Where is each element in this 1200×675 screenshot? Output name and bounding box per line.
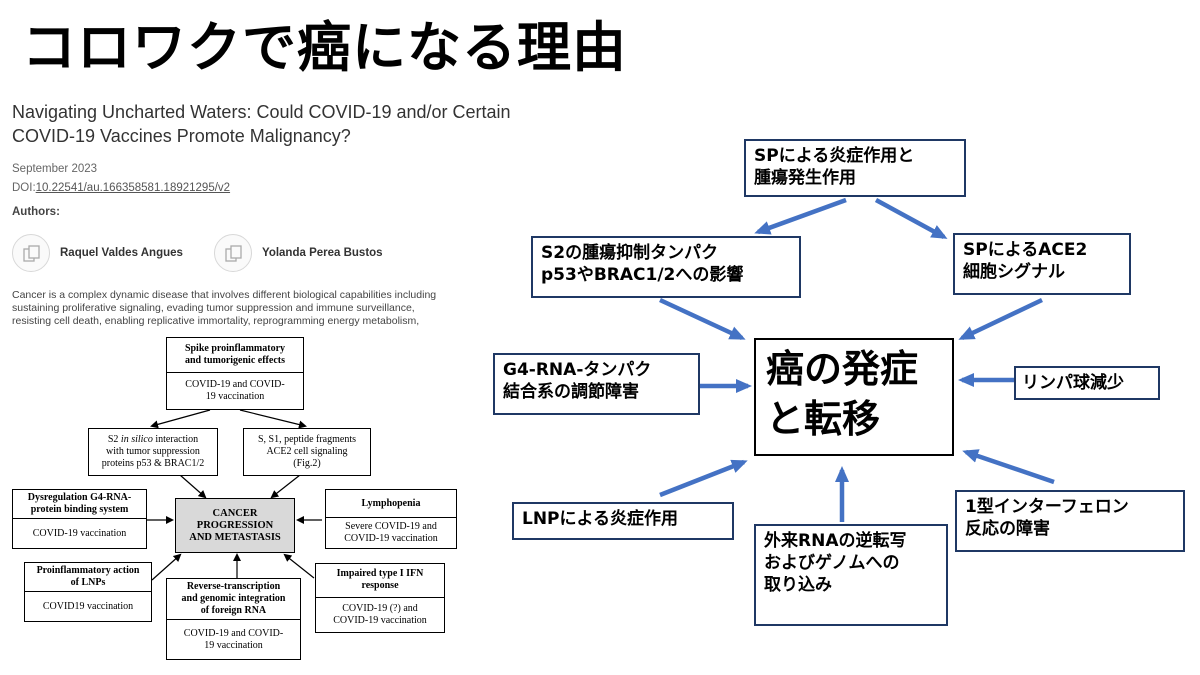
ld-s2-box: S2 in silico interaction with tumor supp…: [88, 428, 218, 476]
abstract: Cancer is a complex dynamic disease that…: [12, 289, 462, 329]
rd-center-box: 癌の発症 と転移: [754, 338, 954, 456]
ld-text: Spike proinflammatory: [184, 343, 286, 354]
paper-title-line2: COVID-19 Vaccines Promote Malignancy?: [12, 126, 351, 146]
ld-text: of LNPs: [70, 577, 106, 588]
ld-text: COVID-19 vaccination: [333, 614, 427, 626]
rd-g4-box: G4-RNA-タンパク 結合系の調節障害: [493, 353, 700, 415]
ld-text: Reverse-transcription: [186, 581, 281, 592]
ld-text: of foreign RNA: [200, 605, 267, 616]
ld-text: Lymphopenia: [361, 497, 421, 509]
rd-text: G4-RNA-タンパク: [503, 360, 652, 380]
rd-text: 反応の障害: [965, 519, 1050, 539]
rd-text: 外来RNAの逆転写: [764, 531, 907, 551]
ld-text: and tumorigenic effects: [185, 355, 285, 366]
rd-text: SPによる炎症作用と: [754, 146, 915, 166]
ld-text: S2 in silico interaction: [107, 434, 199, 445]
ld-text: ACE2 cell signaling: [266, 446, 348, 457]
document-icon: [23, 245, 40, 262]
arrow-s2-to-center: [179, 474, 207, 499]
rd-text: リンパ球減少: [1022, 373, 1124, 393]
arrow-ace2-to-center: [958, 297, 1043, 341]
ld-text: COVID-19 and COVID-: [183, 627, 284, 639]
ld-text: response: [361, 580, 399, 592]
rd-center-text: と転移: [766, 397, 881, 441]
ld-text: protein binding system: [30, 504, 129, 515]
arrow-sp-to-s2: [754, 197, 847, 235]
ld-center-box: CANCER PROGRESSION AND METASTASIS: [175, 498, 295, 553]
rd-text: p53やBRAC1/2への影響: [541, 265, 744, 285]
arrow-ifn-to-center: [962, 449, 1055, 485]
rd-text: S2の腫瘍抑制タンパク: [541, 243, 719, 263]
arrow-sp-to-ace2: [874, 198, 948, 239]
ld-s1-box: S, S1, peptide fragments ACE2 cell signa…: [243, 428, 371, 476]
rd-ace2-box: SPによるACE2 細胞シグナル: [953, 233, 1131, 295]
ld-text: and genomic integration: [181, 593, 286, 604]
rd-text: およびゲノムへの: [764, 553, 900, 573]
arrow-s1-to-center: [270, 474, 301, 499]
doi-label: DOI:: [12, 182, 36, 194]
doi-link[interactable]: 10.22541/au.166358581.18921295/v2: [35, 182, 231, 194]
abstract-line: Cancer is a complex dynamic disease that…: [12, 289, 437, 301]
ld-text: 19 vaccination: [204, 639, 263, 651]
ld-text: Proinflammatory action: [36, 565, 140, 576]
ld-text: AND METASTASIS: [189, 531, 281, 543]
ld-text: COVID-19 vaccination: [32, 527, 127, 539]
slide-title: コロワクで癌になる理由: [22, 15, 627, 79]
rd-text: 取り込み: [764, 575, 832, 595]
ld-text: Impaired type I IFN: [336, 568, 424, 580]
ld-rt-box: Reverse-transcription and genomic integr…: [166, 578, 301, 660]
rd-rna-box: 外来RNAの逆転写 およびゲノムへの 取り込み: [754, 524, 948, 626]
ld-g4-box: Dysregulation G4-RNA- protein binding sy…: [12, 489, 147, 549]
ld-spike-box: Spike proinflammatory and tumorigenic ef…: [166, 337, 304, 410]
rd-s2-box: S2の腫瘍抑制タンパク p53やBRAC1/2への影響: [531, 236, 801, 298]
rd-text: 結合系の調節障害: [503, 382, 639, 402]
rd-lympho-box: リンパ球減少: [1014, 366, 1160, 400]
paper-title: Navigating Uncharted Waters: Could COVID…: [12, 100, 542, 148]
ld-lnp-box: Proinflammatory action of LNPs COVID19 v…: [24, 562, 152, 622]
ld-text: Dysregulation G4-RNA-: [27, 492, 132, 503]
rd-sp-box: SPによる炎症作用と 腫瘍発生作用: [744, 139, 966, 197]
paper-doi: DOI:10.22541/au.166358581.18921295/v2: [12, 182, 230, 194]
author-avatar[interactable]: [214, 234, 252, 272]
rd-text: SPによるACE2: [963, 240, 1088, 260]
rd-text: 腫瘍発生作用: [754, 168, 856, 188]
ld-text: (Fig.2): [293, 458, 321, 469]
ld-text: COVID-19 and COVID-: [185, 379, 285, 390]
author-name[interactable]: Yolanda Perea Bustos: [262, 247, 383, 259]
paper-title-line1: Navigating Uncharted Waters: Could COVID…: [12, 102, 511, 122]
rd-center-text: 癌の発症: [766, 347, 919, 391]
arrow-s2-to-center: [659, 297, 746, 341]
ld-text: S, S1, peptide fragments: [257, 434, 357, 445]
authors-label: Authors:: [12, 206, 60, 218]
ld-lympho-box: Lymphopenia Severe COVID-19 and COVID-19…: [325, 489, 457, 549]
rd-ifn-box: 1型インターフェロン 反応の障害: [955, 490, 1185, 552]
document-icon: [225, 245, 242, 262]
ld-text: COVID-19 vaccination: [344, 533, 438, 544]
abstract-line: sustaining proliferative signaling, evad…: [12, 302, 415, 314]
arrow-lnp-to-center: [659, 459, 748, 498]
ld-text: proteins p53 & BRAC1/2: [101, 458, 205, 469]
abstract-line: resisting cell death, enabling replicati…: [12, 315, 420, 327]
rd-text: 1型インターフェロン: [965, 497, 1129, 517]
arrow-spike-to-s1: [239, 409, 307, 429]
ld-ifn-box: Impaired type I IFN response COVID-19 (?…: [315, 563, 445, 633]
rd-text: LNPによる炎症作用: [522, 509, 679, 529]
arrow-ifn-to-center: [283, 553, 315, 579]
ld-text: 19 vaccination: [205, 391, 265, 402]
ld-text: COVID19 vaccination: [42, 600, 134, 612]
author-name[interactable]: Raquel Valdes Angues: [60, 247, 183, 259]
ld-text: COVID-19 (?) and: [342, 602, 418, 614]
rd-lnp-box: LNPによる炎症作用: [512, 502, 734, 540]
author-avatar[interactable]: [12, 234, 50, 272]
arrow-spike-to-s2: [150, 409, 211, 429]
ld-text: CANCER: [212, 507, 258, 519]
arrow-lnp-to-center: [151, 553, 182, 581]
ld-text: PROGRESSION: [196, 519, 274, 531]
rd-text: 細胞シグナル: [963, 262, 1065, 282]
ld-text: Severe COVID-19 and: [345, 521, 437, 532]
ld-text: with tumor suppression: [106, 446, 200, 457]
paper-date: September 2023: [12, 163, 98, 175]
